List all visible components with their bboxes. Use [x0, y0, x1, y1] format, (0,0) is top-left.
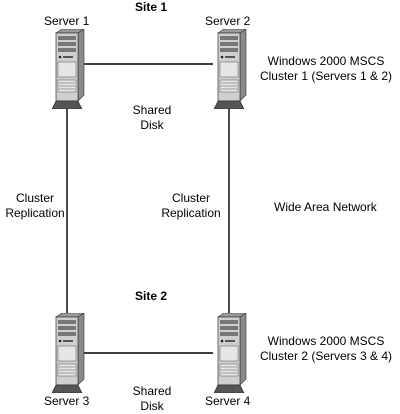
server3-label: Server 3 — [44, 394, 90, 408]
replication-line1: Cluster — [171, 191, 210, 205]
replication-label-right: Cluster Replication — [156, 191, 226, 221]
cluster2-label: Windows 2000 MSCS Cluster 2 (Servers 3 &… — [252, 334, 400, 364]
server2-label: Server 2 — [205, 14, 251, 28]
server3-icon — [50, 312, 86, 398]
cluster1-line2: Cluster 1 (Servers 1 & 2) — [259, 69, 393, 83]
server2-icon — [212, 28, 248, 114]
server4-icon — [212, 312, 248, 398]
replication-line1: Cluster — [15, 191, 54, 205]
site1-shared-disk-label: Shared Disk — [117, 103, 187, 133]
shared-disk-line1: Shared — [132, 384, 172, 398]
cluster1-label: Windows 2000 MSCS Cluster 1 (Servers 1 &… — [252, 54, 400, 84]
server1-label: Server 1 — [44, 14, 90, 28]
site2-shared-disk-label: Shared Disk — [117, 384, 187, 414]
server1-icon — [50, 28, 86, 114]
server4-label: Server 4 — [205, 394, 251, 408]
replication-line2: Replication — [161, 206, 221, 220]
shared-disk-line2: Disk — [140, 118, 164, 132]
site2-heading: Site 2 — [135, 289, 168, 303]
wan-label: Wide Area Network — [274, 200, 377, 214]
replication-line2: Replication — [5, 206, 65, 220]
cluster1-line1: Windows 2000 MSCS — [267, 54, 385, 68]
cluster2-line1: Windows 2000 MSCS — [267, 334, 385, 348]
shared-disk-line2: Disk — [140, 399, 164, 413]
replication-label-left: Cluster Replication — [0, 191, 70, 221]
site1-heading: Site 1 — [135, 0, 168, 14]
cluster2-line2: Cluster 2 (Servers 3 & 4) — [259, 349, 393, 363]
shared-disk-line1: Shared — [132, 103, 172, 117]
